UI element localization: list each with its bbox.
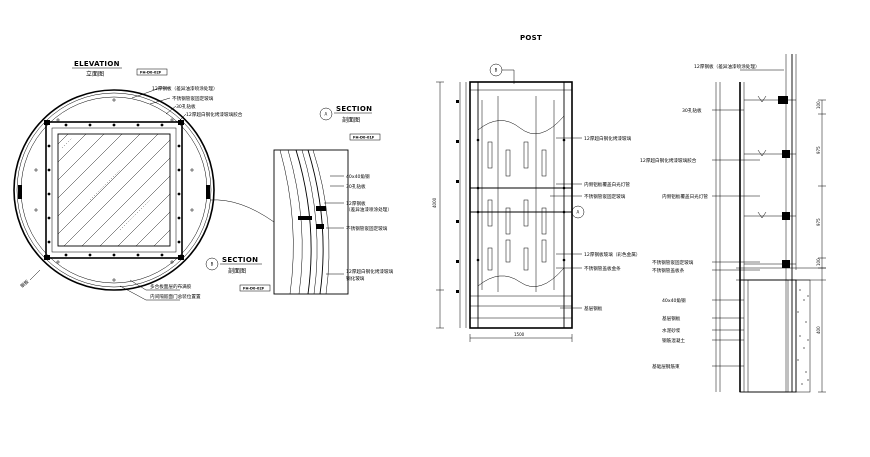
elev-note-4: 12厚超白钢化烤漆玻璃胶合 — [186, 111, 243, 118]
elev-note-6: 内间隔嵌面门总装位置置 — [150, 293, 201, 300]
post-note-5: 不锈钢管盖板金条 — [584, 265, 621, 272]
detail-note-10: 钢筋混凝土 — [662, 337, 685, 344]
post-note-3: 不锈钢管嵌固定玻璃 — [584, 193, 626, 200]
section-a-note-4: （差异油漆喷涂处理） — [346, 206, 392, 213]
elevation-view: ELEVATION 立面图 FH-D0-02F — [13, 60, 271, 301]
section-b-subtitle: 剖面图 — [228, 267, 246, 275]
section-b-marker-label: B — [211, 262, 214, 267]
detail-section-view: 100 975 975 100 400 12厚钢板（差异油漆喷涂处理） 30孔钻… — [640, 54, 826, 393]
elevation-drawing-no: FH-D0-02F — [140, 71, 162, 75]
detail-note-6: 不锈钢管盖板条 — [652, 267, 685, 274]
post-top-marker-label: B — [495, 68, 498, 73]
section-b-marker — [205, 257, 219, 271]
frame-bolts — [47, 123, 181, 257]
post-dim-height: 4000 — [432, 197, 437, 208]
post-view: POST B A — [432, 34, 640, 342]
post-right-marker — [571, 205, 585, 219]
detail-note-9: 水泥砂浆 — [662, 327, 681, 334]
post-note-2: 内侧铝板覆盖白光灯管 — [584, 181, 630, 188]
detail-dim-1: 100 — [816, 101, 821, 109]
detail-dim-3: 975 — [816, 218, 821, 226]
detail-dim-2: 975 — [816, 146, 821, 154]
detail-note-5: 不锈钢管嵌固定玻璃 — [652, 259, 694, 266]
section-a-frame — [273, 149, 349, 295]
outer-ring — [13, 89, 215, 291]
post-note-4: 12厚钢板玻璃（彩色金属） — [584, 251, 640, 258]
detail-note-8: 基层钢板 — [662, 315, 681, 322]
detail-plinth — [739, 279, 797, 393]
section-a-drawing-no: FH-D0-01F — [353, 136, 375, 140]
post-right-marker-label: A — [577, 210, 580, 215]
section-b-title: SECTION — [222, 256, 258, 264]
elev-corner-text: 钢板 — [19, 278, 31, 290]
detail-note-11: 基础层钢筋束 — [652, 363, 680, 370]
detail-note-3: 12厚超白钢化烤漆玻璃胶合 — [640, 157, 697, 164]
section-a-marker-label: A — [325, 112, 328, 117]
elev-note-2: 不锈钢管嵌固定玻璃 — [172, 95, 214, 102]
section-a-note-7: 钢化玻璃 — [346, 275, 365, 282]
enlarge-link — [209, 199, 275, 223]
elevation-subtitle: 立面图 — [86, 70, 104, 78]
section-a-note-3: 12厚钢板 — [346, 200, 366, 207]
post-body — [469, 81, 573, 329]
elev-note-1: 12厚钢板（差异油漆喷涂处理） — [152, 85, 218, 92]
section-a-note-6: 12厚超白钢化烤漆玻璃 — [346, 268, 394, 275]
detail-bolts — [778, 96, 790, 268]
post-title: POST — [520, 34, 542, 42]
ring-bolts — [34, 98, 194, 282]
elev-note-3: 30孔钻板 — [176, 103, 196, 110]
post-slots — [481, 96, 555, 292]
section-b-drawing-no: FH-D0-02F — [243, 287, 265, 291]
square-frame — [45, 121, 183, 259]
detail-note-2: 30孔钻板 — [682, 107, 702, 114]
concrete-fill — [797, 289, 809, 385]
section-a-note-5: 不锈钢管嵌固定玻璃 — [346, 225, 388, 232]
section-a-note-2: 30孔钻板 — [346, 183, 366, 190]
section-a-marker — [319, 107, 333, 121]
detail-note-4: 内侧铝板覆盖日光灯管 — [662, 193, 708, 200]
post-note-6: 基层钢板 — [584, 305, 603, 312]
detail-dim-5: 400 — [816, 326, 821, 334]
post-dim-width: 1500 — [514, 332, 525, 337]
elev-note-5: 多合板面层的布满胶 — [150, 283, 192, 290]
elevation-title: ELEVATION — [74, 60, 120, 68]
elevation-drawing-tag — [136, 68, 168, 76]
detail-note-7: 40x40角钢 — [662, 297, 686, 304]
section-a-view: A SECTION 剖面图 FH-D0-01F 40x40角钢 30孔钻板 12… — [209, 105, 394, 295]
detail-dim-4: 100 — [816, 258, 821, 266]
detail-note-1: 12厚钢板（差异油漆喷涂处理） — [694, 63, 760, 70]
post-note-1: 12厚超白钢化烤漆玻璃 — [584, 135, 632, 142]
section-a-title: SECTION — [336, 105, 372, 113]
section-a-subtitle: 剖面图 — [342, 116, 360, 124]
section-a-note-1: 40x40角钢 — [346, 173, 370, 180]
glass-panel — [57, 133, 171, 247]
